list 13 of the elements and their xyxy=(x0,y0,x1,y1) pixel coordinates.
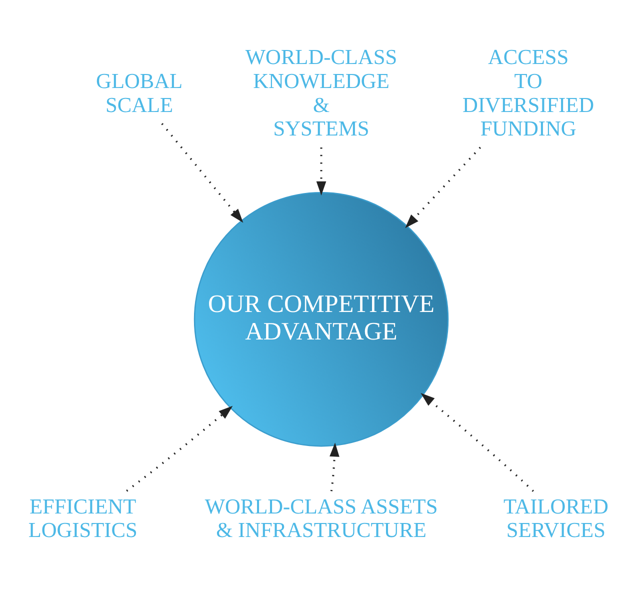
node-text: ACCESS TO DIVERSIFIED FUNDING xyxy=(462,44,594,140)
node-text: EFFICIENT LOGISTICS xyxy=(28,494,138,542)
arrow xyxy=(161,122,244,222)
arrow xyxy=(330,442,340,491)
arrow xyxy=(420,392,534,492)
node-circle: OUR COMPETITIVE ADVANTAGE xyxy=(194,191,449,446)
node-text: GLOBAL SCALE xyxy=(96,68,183,116)
node-text: WORLD-CLASS ASSETS & INFRASTRUCTURE xyxy=(204,494,438,542)
arrow xyxy=(405,146,482,228)
node-text: WORLD-CLASS KNOWLEDGE & SYSTEMS xyxy=(245,44,398,140)
node-text: TAILORED SERVICES xyxy=(503,494,608,542)
arrow xyxy=(316,147,326,195)
arrow xyxy=(126,405,233,492)
